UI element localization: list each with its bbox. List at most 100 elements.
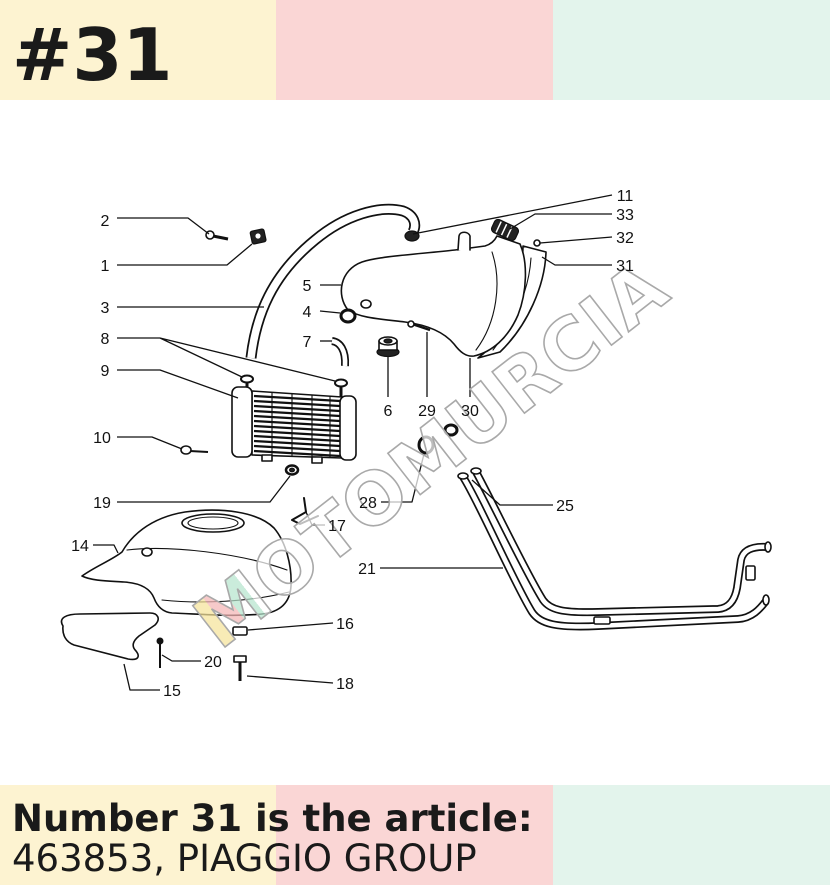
ring-part-8-left [240,374,254,384]
callout-32: 32 [616,230,634,247]
callout-labels: 11 33 32 31 2 1 3 5 4 7 8 9 6 29 30 10 1… [71,188,634,700]
leader-line-19 [117,475,291,503]
frame-tube-end-a [457,472,469,480]
callout-18: 18 [336,676,354,693]
callout-10: 10 [93,430,111,447]
leader-line-20 [161,654,201,662]
leader-lines [93,194,613,691]
callout-1: 1 [101,258,110,275]
callout-6: 6 [384,403,393,420]
bolt-18-head [233,655,247,663]
screw-part-2 [205,230,229,241]
footer-stripe-yellow [0,785,276,885]
parts-diagram: MOTOMURCIA 11 33 32 31 2 1 3 5 4 7 8 9 6… [60,188,772,700]
radiator-right-tank [339,395,357,461]
leader-line-18 [246,675,334,684]
header-stripe-mint [553,0,830,100]
bracket-part-17 [291,497,319,525]
bracket-screw [533,239,541,247]
callout-29: 29 [418,403,436,420]
nut-hole [255,233,261,239]
frame-tubes [457,467,772,631]
leader-line-28 [381,453,425,503]
callout-15: 15 [163,683,181,700]
screw-part-20 [156,637,164,668]
leader-line-8 [117,337,336,382]
coolant-hose-inner [247,205,419,359]
radiator-cover-body [81,509,292,617]
leader-line-14 [93,544,119,554]
radiator-fin-separators [271,392,331,458]
leader-line-16 [247,622,334,631]
callout-2: 2 [101,213,110,230]
header-band [0,0,830,100]
tank-contour [475,251,498,351]
radiator-cover-opening-rim [187,516,239,530]
radiator-fins [253,394,341,458]
leader-line-15 [123,663,160,691]
radiator-bottom-fitting-left [261,454,273,462]
footer-stripe-mint [553,785,830,885]
callout-30: 30 [461,403,479,420]
screw-29-shaft [411,322,431,332]
grommet-hole [383,338,393,344]
nut-part-1 [249,228,267,245]
coolant-hose [245,203,421,359]
drain-screw-shaft [189,450,209,453]
leader-line-4 [319,310,341,314]
ring-part-8-right [334,378,348,388]
callout-16: 16 [336,616,354,633]
bent-tube-inner [331,338,348,367]
frame-clip [593,616,611,625]
callout-7: 7 [303,334,312,351]
leader-line-25 [471,479,553,506]
tank-spout [457,231,471,251]
tank-fitting [360,299,372,309]
leader-line-33 [509,213,612,230]
callout-11: 11 [617,188,634,205]
footer-band [0,785,830,885]
bolt-part-18 [233,655,247,681]
filler-cap-body [490,218,520,242]
callout-14: 14 [71,538,89,555]
leader-line-11 [412,194,613,235]
callout-17: 17 [328,518,346,535]
frame-tube-end-c [762,594,770,606]
hose-clamp [404,230,420,242]
screw-20-head [156,637,164,645]
callout-19: 19 [93,495,111,512]
header-stripe-yellow [0,0,276,100]
leader-line-1 [117,243,253,266]
footer-stripe-pink [276,785,553,885]
radiator-cover-hole [141,547,153,557]
header-stripe-pink [276,0,553,100]
expansion-tank [340,218,547,359]
drain-screw-part-10 [180,445,209,455]
callout-3: 3 [101,300,110,317]
page-title: #31 [12,13,173,97]
tank-body [340,235,527,357]
leader-line-17 [305,511,325,526]
leader-line-31 [541,256,612,266]
frame-tube-end-d [764,541,772,553]
leader-line-32 [539,236,613,244]
o-ring-part-4 [339,308,357,324]
article-number-and-brand: 463853, PIAGGIO GROUP [12,837,477,880]
clip-part-16 [232,626,248,636]
leader-line-2 [117,217,210,235]
washer-part-28-b [443,423,459,437]
article-caption: Number 31 is the article: [12,797,533,840]
frame-tube-end-b [470,467,482,475]
callout-28: 28 [359,495,377,512]
radiator-left-tank [231,386,253,458]
ring-part-19 [284,464,300,476]
filler-cap [490,218,520,242]
plate-part-15 [60,612,159,661]
frame-tube-upper-inner [473,470,769,615]
callout-33: 33 [616,207,634,224]
callout-4: 4 [303,304,312,321]
radiator [231,374,357,464]
screw-part-29 [407,320,431,332]
screw-29-head [407,320,415,328]
callout-31: 31 [616,258,634,275]
